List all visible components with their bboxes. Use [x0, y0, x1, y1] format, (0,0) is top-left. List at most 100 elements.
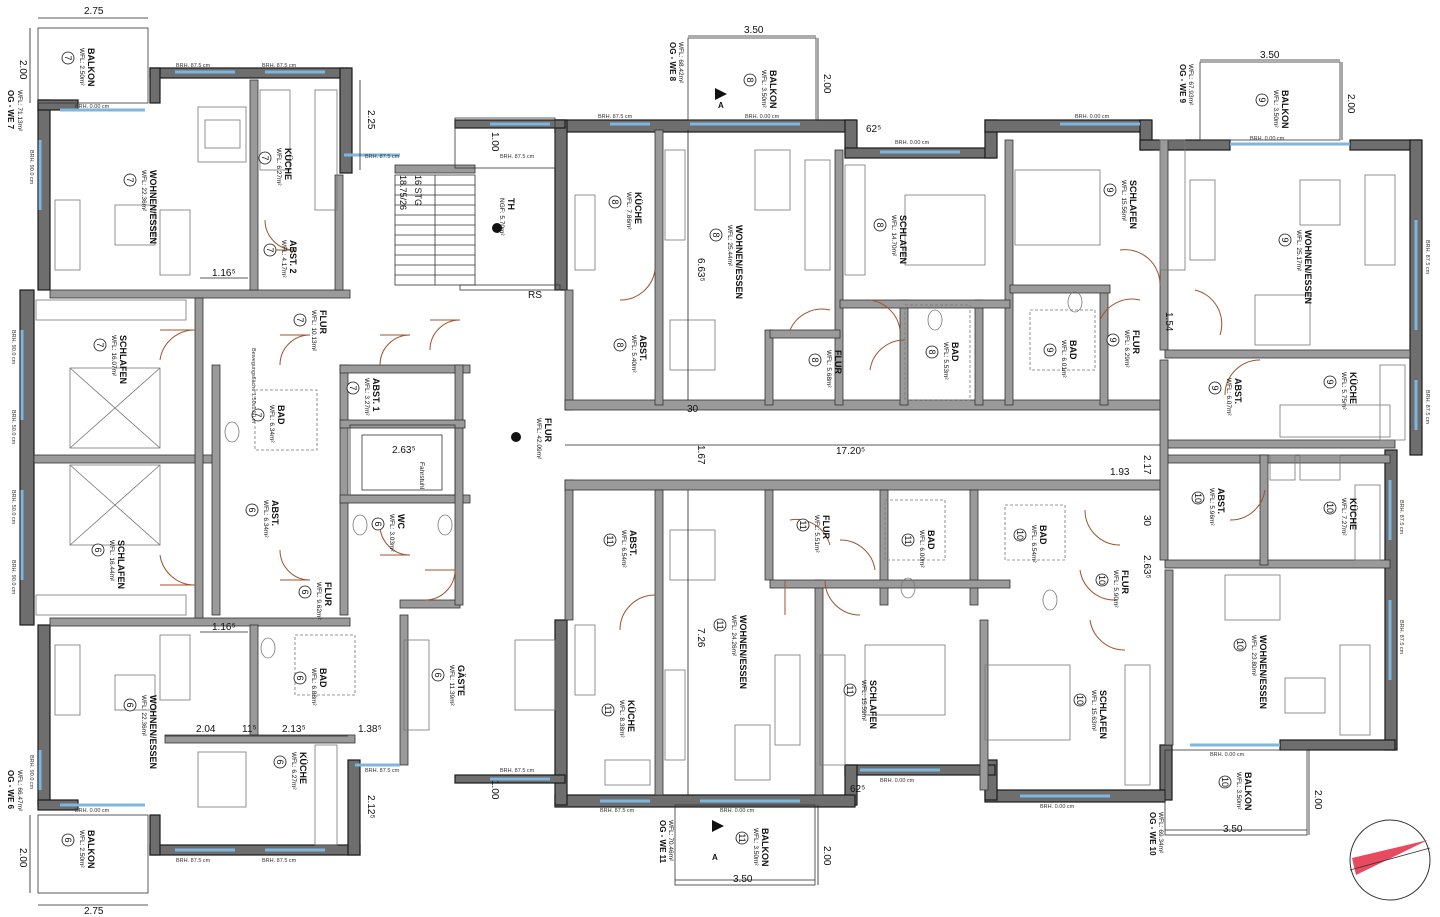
- room-area: WFL: 22.36m²: [140, 170, 147, 212]
- room-name: ABST.: [1233, 378, 1243, 404]
- rs-label: RS: [528, 290, 542, 301]
- room-number: 9: [1257, 97, 1267, 102]
- room-area: WFL: 16.07m²: [110, 335, 117, 377]
- room-number-badge: [1208, 381, 1222, 395]
- room-number: 11: [903, 535, 913, 544]
- room-area: WFL: 5.90m²: [1112, 570, 1119, 608]
- room-number-badge: [608, 195, 622, 209]
- room-area: WFL: 6.88m²: [310, 668, 317, 706]
- room-number-badge: [613, 338, 627, 352]
- room-number: 7: [265, 247, 275, 252]
- room-number-badge: [371, 517, 385, 531]
- dimension-lines: [29, 17, 1343, 906]
- dim-text: 2.25: [365, 110, 376, 130]
- room-name: BAD: [926, 530, 936, 550]
- room-name: WOHNEN/ESSEN: [148, 170, 158, 244]
- room-number-badge: [61, 833, 75, 847]
- room-area: WFL: 15.56m²: [1120, 180, 1127, 222]
- room-area: WFL: 6.27m²: [275, 148, 282, 186]
- room-number: 6: [63, 837, 73, 842]
- room-area: WFL: 6.00m²: [918, 530, 925, 568]
- dim-text: 2.00: [17, 848, 28, 868]
- room-name: KÜCHE: [626, 700, 636, 732]
- room-number-badge: [298, 585, 312, 599]
- room-number-badge: [1255, 93, 1269, 107]
- dim-text: 2.12⁵: [365, 795, 376, 819]
- room-number-badge: [91, 543, 105, 557]
- sill-note: BRH. 87.5 cm: [262, 63, 297, 69]
- room-area: WFL: 6.01m²: [1060, 340, 1067, 378]
- room-name: WOHNEN/ESSEN: [148, 695, 158, 769]
- room-number: 6: [275, 759, 285, 764]
- room-number-badge: [245, 503, 259, 517]
- unit-label-we8: OG - WE 8: [668, 42, 677, 82]
- room-number-badge: [431, 668, 445, 682]
- room-number-badge: [251, 408, 265, 422]
- room-number: 8: [875, 222, 885, 227]
- room-name: ABST.: [628, 530, 638, 556]
- room-area: WFL: 15.63m²: [1090, 690, 1097, 732]
- room-number-badge: [603, 533, 617, 547]
- room-area: WFL: 3.50m²: [1272, 90, 1279, 128]
- dim-text: 62⁵: [850, 784, 865, 795]
- room-area: WFL: 6.29m²: [1123, 330, 1130, 368]
- dim-text: 1.16⁵: [212, 268, 236, 279]
- room-number: 10: [1075, 695, 1085, 705]
- room-name: SCHLAFEN: [868, 680, 878, 729]
- stairwell: [349, 117, 561, 496]
- room-area: WFL: 6.54m²: [620, 530, 627, 568]
- room-name: WOHNEN/ESSEN: [1303, 230, 1313, 304]
- room-number: 7: [95, 342, 105, 347]
- room-number: 11: [845, 685, 855, 694]
- room-name-th: TH: [506, 198, 516, 210]
- room-name: KÜCHE: [1348, 372, 1358, 404]
- room-number: 7: [63, 55, 73, 60]
- room-name: BAD: [318, 668, 328, 688]
- room-number-badge: [293, 671, 307, 685]
- room-number: 7: [125, 177, 135, 182]
- lift-label: Fahrstuhl: [418, 462, 425, 490]
- room-number: 6: [433, 672, 443, 677]
- room-name: GÄSTE: [456, 665, 466, 696]
- room-number-badge: [1095, 573, 1109, 587]
- room-number: 10: [1097, 575, 1107, 585]
- room-name: ABST.: [270, 500, 280, 526]
- sill-note: BRH. 50.0 cm: [10, 410, 16, 445]
- room-number: 11: [603, 705, 613, 714]
- sill-note: BRH. 87.5 cm: [176, 63, 211, 69]
- dim-text: 30: [1141, 515, 1152, 527]
- room-area: WFL: 2.50m²: [78, 830, 85, 868]
- sill-note: BRH. 50.0 cm: [10, 490, 16, 525]
- room-number-badge: [925, 345, 939, 359]
- room-name: BAD: [950, 342, 960, 362]
- unit-label-we10: OG - WE 10: [1148, 812, 1157, 856]
- bewegung-note: Bewegungsfläche 1.50x1.50 m: [250, 348, 256, 424]
- datum-marker-icon: [511, 432, 521, 442]
- room-area: WFL: 5.40m²: [630, 335, 637, 373]
- room-number: 6: [125, 702, 135, 707]
- room-name: ABST.: [1216, 488, 1226, 514]
- room-name: ABST. 1: [371, 378, 381, 412]
- room-area: WFL: 3.50m²: [752, 828, 759, 866]
- room-number-badge: [346, 381, 360, 395]
- room-area: WFL: 16.44m²: [108, 540, 115, 582]
- sill-note: BRH. 87.5 cm: [1398, 500, 1404, 535]
- room-number-badge: [808, 353, 822, 367]
- sill-note: BRH. 0.00 cm: [720, 808, 755, 814]
- dim-text: 30: [687, 404, 699, 415]
